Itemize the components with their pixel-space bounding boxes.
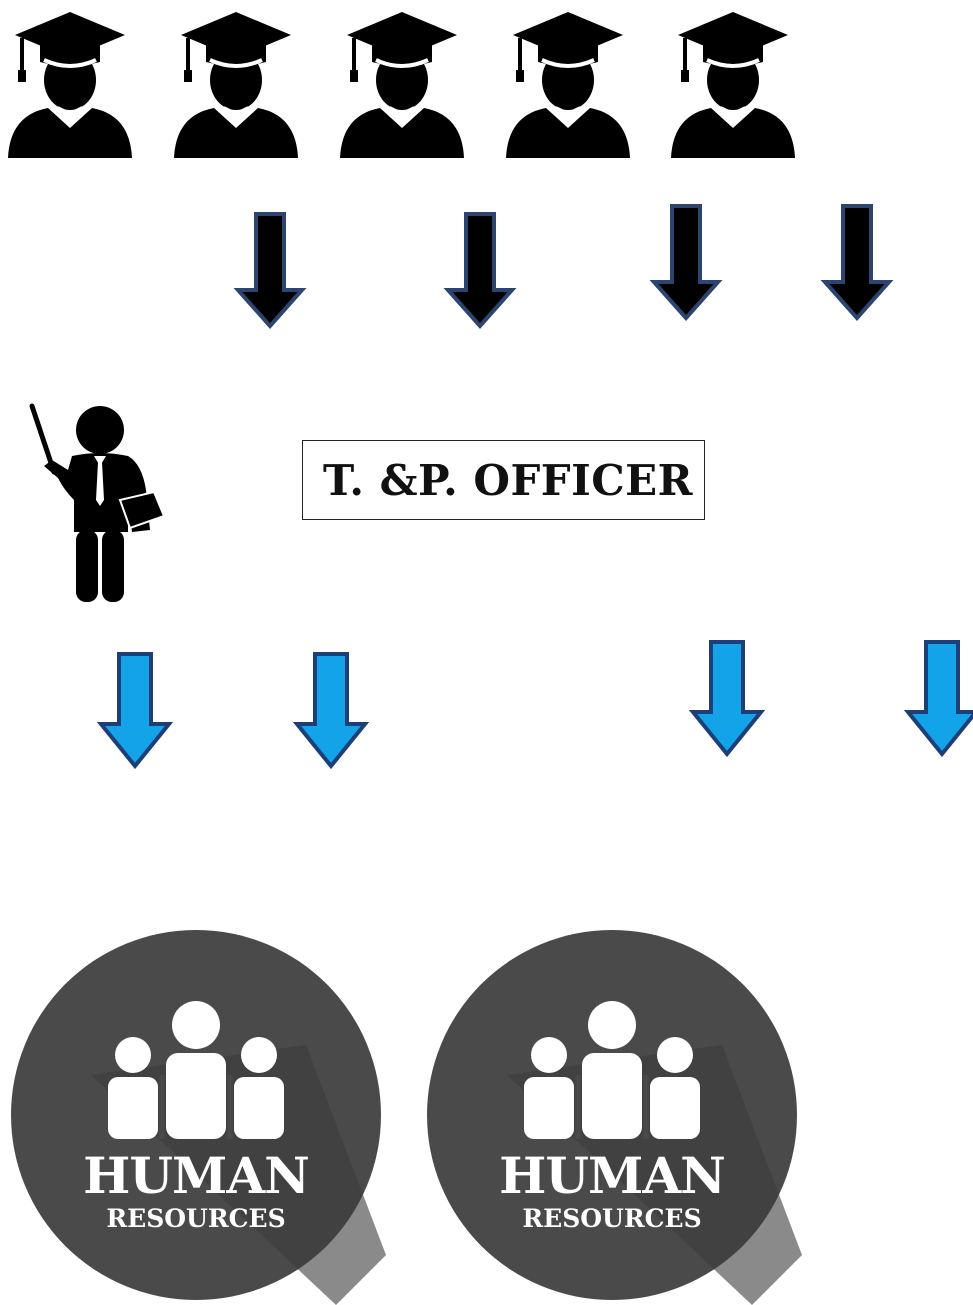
down-arrow-blue [687, 640, 767, 760]
graduate-student-icon [0, 0, 140, 190]
graduate-student-icon [166, 0, 306, 190]
officer-label-box: T. &P. OFFICER [302, 440, 705, 520]
down-arrow-blue [902, 640, 973, 760]
down-arrow-dark [817, 204, 897, 324]
down-arrow-blue [95, 652, 175, 772]
officer-label: T. &P. OFFICER [323, 455, 694, 505]
hr-title: HUMAN [499, 1146, 725, 1205]
graduate-student-icon [498, 0, 638, 190]
human-resources-icon: HUMAN RESOURCES [6, 925, 386, 1305]
graduate-student-icon [663, 0, 803, 190]
down-arrow-dark [440, 212, 520, 332]
down-arrow-dark [646, 204, 726, 324]
hr-subtitle: RESOURCES [522, 1204, 701, 1233]
down-arrow-blue [291, 652, 371, 772]
down-arrow-dark [230, 212, 310, 332]
graduate-student-icon [332, 0, 472, 190]
teacher-with-pointer-icon [29, 403, 166, 602]
hr-title: HUMAN [83, 1146, 309, 1205]
human-resources-icon: HUMAN RESOURCES [422, 925, 802, 1305]
hr-subtitle: RESOURCES [106, 1204, 285, 1233]
